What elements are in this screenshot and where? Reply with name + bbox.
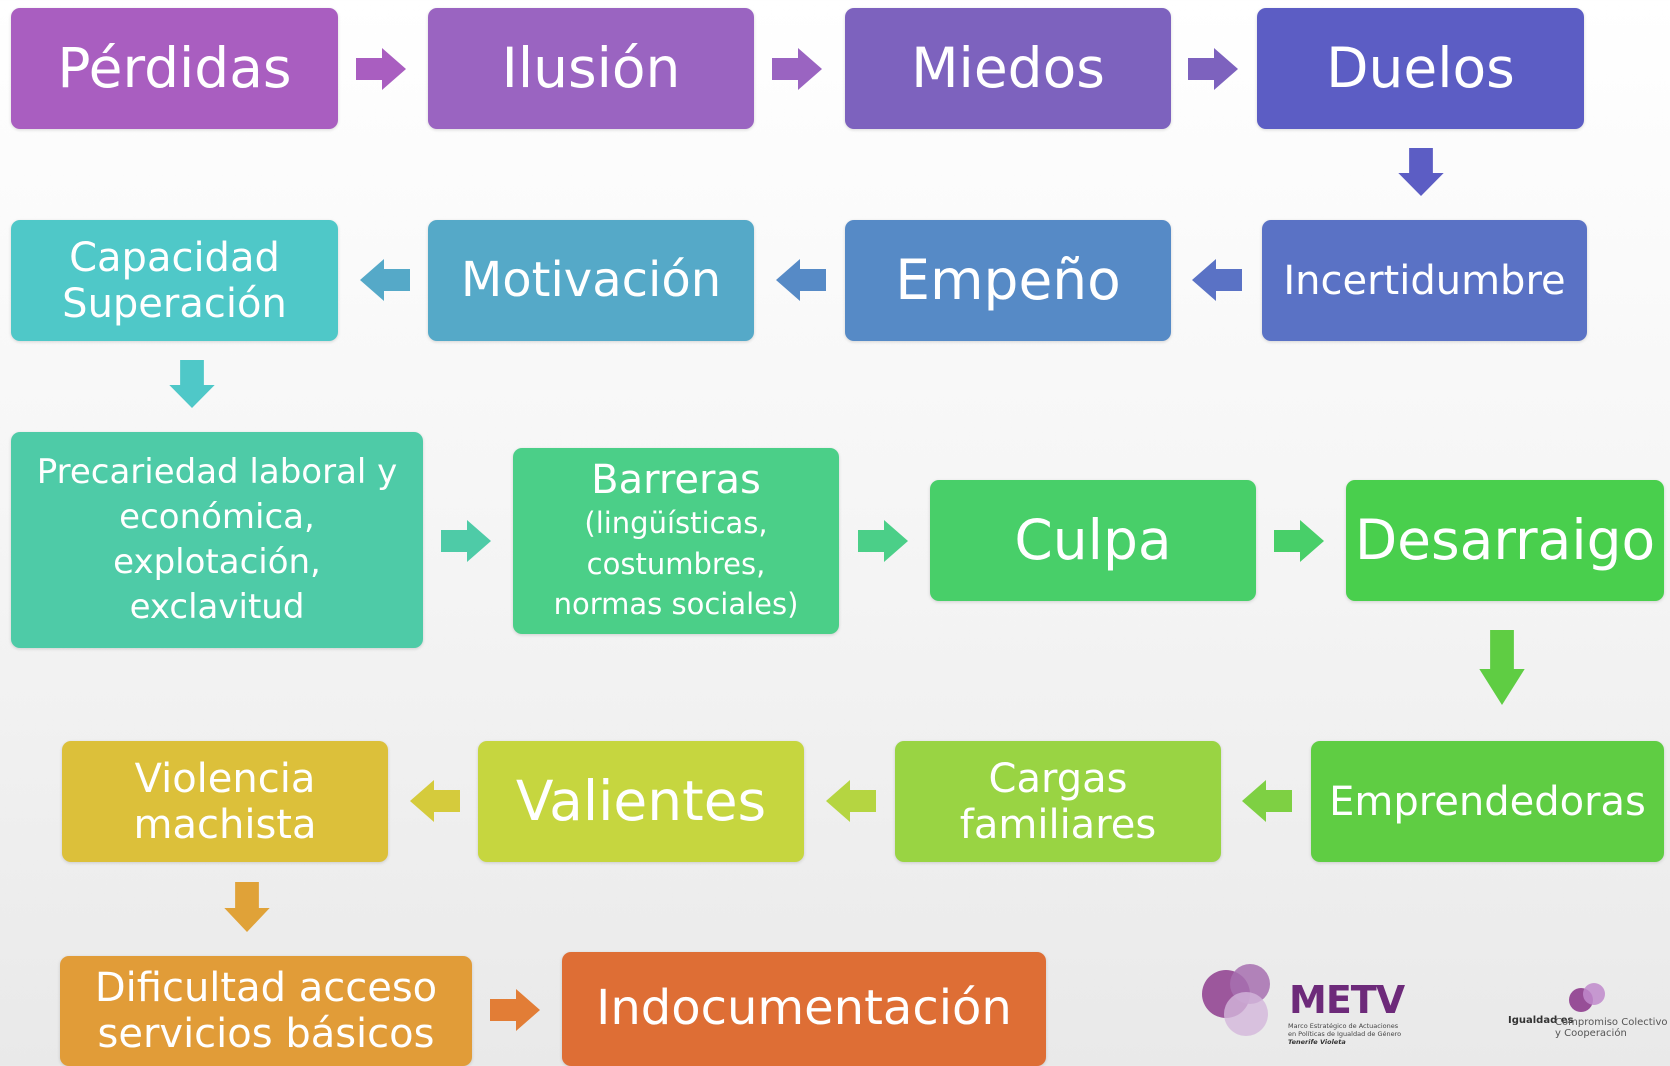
arrow-motivacion-capacidad — [360, 255, 410, 305]
node-capacidad: Capacidad Superación — [11, 220, 338, 341]
arrow-empeno-motivacion — [776, 255, 826, 305]
node-label: Pérdidas — [57, 35, 292, 100]
arrow-down-icon — [224, 882, 270, 932]
arrow-left-icon — [410, 780, 460, 822]
arrow-down-icon — [1398, 148, 1444, 196]
arrow-incertidumbre-empeno — [1192, 255, 1242, 305]
node-label: Cargas familiares — [959, 755, 1157, 848]
node-perdidas: Pérdidas — [11, 8, 338, 129]
arrow-down-icon — [1479, 630, 1525, 705]
node-dificultad: Dificultad acceso servicios básicos — [60, 956, 472, 1066]
node-indocumentacion: Indocumentación — [562, 952, 1046, 1066]
node-precariedad: Precariedad laboral y económica, explota… — [11, 432, 423, 648]
arrow-violencia-dificultad — [220, 882, 274, 932]
igualdad-logo: Igualdad es Compromiso Colectivo y Coope… — [1508, 980, 1668, 1040]
node-motivacion: Motivación — [428, 220, 754, 341]
node-label: Motivación — [460, 251, 722, 308]
node-barreras: Barreras (lingüísticas, costumbres, norm… — [513, 448, 839, 634]
node-cargas: Cargas familiares — [895, 741, 1221, 862]
node-sublabel: (lingüísticas, costumbres, normas social… — [553, 506, 799, 622]
arrow-right-icon — [441, 520, 491, 562]
node-label: Barreras — [591, 457, 761, 504]
arrow-miedos-duelos — [1188, 44, 1238, 94]
node-incertidumbre: Incertidumbre — [1262, 220, 1587, 341]
arrow-cargas-valientes — [826, 776, 876, 826]
node-label: Desarraigo — [1354, 507, 1656, 572]
node-label: Emprendedoras — [1329, 778, 1646, 825]
node-ilusion: Ilusión — [428, 8, 754, 129]
metv-tagline: Tenerife Violeta — [1288, 1038, 1346, 1046]
metv-logo: METV Marco Estratégico de Actuaciones en… — [1196, 962, 1431, 1062]
arrow-capacidad-precariedad — [165, 360, 219, 408]
node-miedos: Miedos — [845, 8, 1171, 129]
node-culpa: Culpa — [930, 480, 1256, 601]
arrow-barreras-culpa — [858, 516, 908, 566]
arrow-desarraigo-emprendedoras — [1475, 630, 1529, 705]
node-label: Empeño — [895, 247, 1121, 312]
arrow-right-icon — [858, 520, 908, 562]
node-label: Ilusión — [501, 35, 681, 100]
igualdad-subtext: Compromiso Colectivo y Cooperación — [1555, 1017, 1668, 1039]
arrow-left-icon — [776, 259, 826, 301]
arrow-right-icon — [1274, 520, 1324, 562]
arrow-dificultad-indocumentacion — [490, 985, 540, 1035]
node-label: Dificultad acceso servicios básicos — [94, 965, 438, 1057]
arrow-precariedad-barreras — [441, 516, 491, 566]
arrow-culpa-desarraigo — [1274, 516, 1324, 566]
node-label: Indocumentación — [596, 980, 1012, 1037]
node-desarraigo: Desarraigo — [1346, 480, 1664, 601]
node-valientes: Valientes — [478, 741, 804, 862]
node-label: Miedos — [911, 35, 1105, 100]
arrow-right-icon — [1188, 48, 1238, 90]
node-duelos: Duelos — [1257, 8, 1584, 129]
node-emprendedoras: Emprendedoras — [1311, 741, 1664, 862]
node-label: Precariedad laboral y económica, explota… — [36, 452, 398, 627]
arrow-emprendedoras-cargas — [1242, 776, 1292, 826]
arrow-down-icon — [169, 360, 215, 408]
node-label: Incertidumbre — [1283, 257, 1566, 304]
arrow-duelos-incertidumbre — [1394, 148, 1448, 196]
metv-subtitle: Marco Estratégico de Actuaciones en Polí… — [1288, 1022, 1402, 1039]
metv-wordmark: METV — [1289, 978, 1405, 1022]
node-empeno: Empeño — [845, 220, 1171, 341]
arrow-left-icon — [826, 780, 876, 822]
node-violencia: Violencia machista — [62, 741, 388, 862]
metv-logo-mark — [1202, 964, 1270, 1036]
igualdad-text: Igualdad es — [1508, 1015, 1574, 1026]
node-label: Valientes — [515, 768, 767, 833]
node-label: Duelos — [1326, 35, 1515, 100]
arrow-left-icon — [1192, 259, 1242, 301]
node-label: Violencia machista — [133, 755, 317, 848]
arrow-valientes-violencia — [410, 776, 460, 826]
node-label: Capacidad Superación — [62, 234, 287, 327]
arrow-right-icon — [772, 48, 822, 90]
arrow-ilusion-miedos — [772, 44, 822, 94]
arrow-left-icon — [360, 259, 410, 301]
arrow-perdidas-ilusion — [356, 44, 406, 94]
arrow-right-icon — [490, 989, 540, 1031]
arrow-right-icon — [356, 48, 406, 90]
igualdad-logo-mark — [1569, 983, 1605, 1012]
arrow-left-icon — [1242, 780, 1292, 822]
node-label: Culpa — [1014, 507, 1172, 572]
